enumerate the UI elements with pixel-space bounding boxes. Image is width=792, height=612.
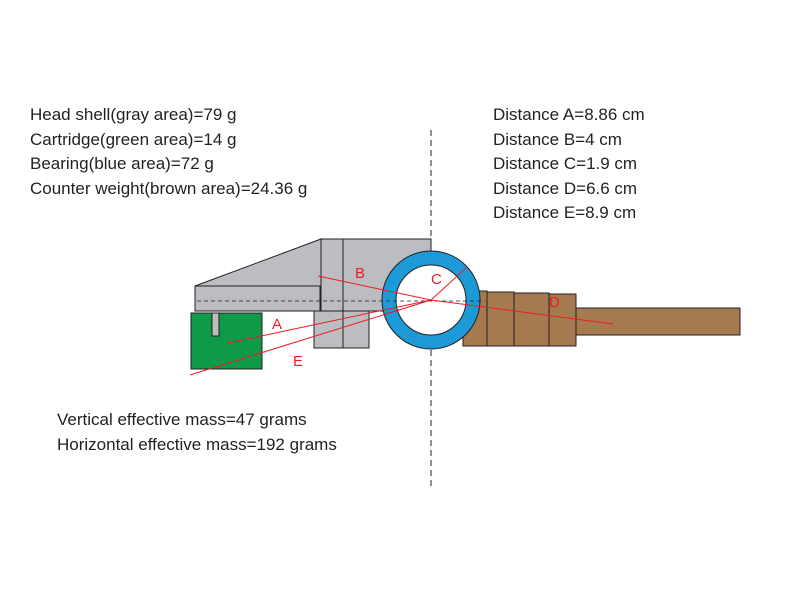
head-shell [194,238,432,349]
bearing-mass: Bearing(blue area)=72 g [30,154,214,174]
line-a [227,299,432,344]
distance-b: Distance B=4 cm [493,129,622,149]
distance-a: Distance A=8.86 cm [493,105,645,124]
counter-weight [462,290,741,347]
label-a: A [272,316,282,333]
line-c [430,267,467,301]
distance-list: Distance A=8.86 cm Distance B=4 cm Dista… [493,103,645,226]
vertical-effective-mass: Vertical effective mass=47 grams [57,410,307,429]
line-e [189,299,432,376]
line-d [430,299,614,325]
cartridge [190,312,263,370]
label-b: B [355,265,365,282]
counter-weight-mass: Counter weight(brown area)=24.36 g [30,178,308,198]
label-e: E [293,353,303,370]
line-b [317,275,432,301]
component-mass-list: Head shell(gray area)=79 g Cartridge(gre… [30,103,307,201]
measurement-lines [189,267,614,376]
distance-e: Distance E=8.9 cm [493,203,637,223]
distance-d: Distance D=6.6 cm [493,178,638,198]
distance-c: Distance C=1.9 cm [493,154,638,174]
horizontal-effective-mass: Horizontal effective mass=192 grams [57,434,337,454]
effective-mass-list: Vertical effective mass=47 grams Horizon… [57,408,337,457]
cartridge-mass: Cartridge(green area)=14 g [30,129,237,149]
label-c: C [431,271,442,288]
head-shell-mass: Head shell(gray area)=79 g [30,105,237,124]
label-d: D [549,294,560,311]
